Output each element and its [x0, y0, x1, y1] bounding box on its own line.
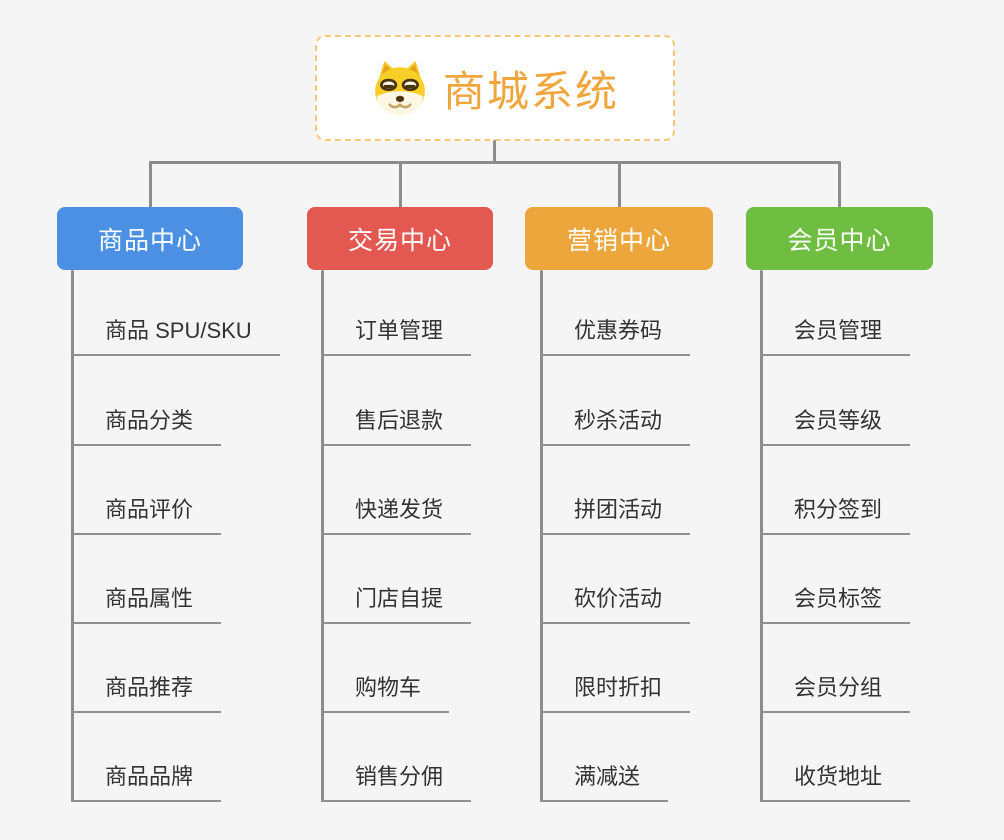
leaf-topic[interactable]: 满减送	[540, 762, 669, 802]
column-spine-line	[540, 270, 543, 802]
leaf-topic[interactable]: 门店自提	[321, 584, 472, 624]
leaf-topic[interactable]: 限时折扣	[540, 673, 691, 713]
leaf-topic[interactable]: 销售分佣	[321, 762, 472, 802]
leaf-topic[interactable]: 收货地址	[760, 762, 911, 802]
leaf-topic[interactable]: 商品分类	[71, 406, 222, 446]
branch-node-trade[interactable]: 交易中心	[307, 207, 493, 270]
column-spine-line	[760, 270, 763, 802]
branch-node-members[interactable]: 会员中心	[746, 207, 933, 270]
branch-node-marketing[interactable]: 营销中心	[525, 207, 713, 270]
branch-label: 会员中心	[787, 226, 892, 255]
branch-rail-line	[149, 161, 840, 164]
leaf-topic[interactable]: 购物车	[321, 673, 450, 713]
branch-node-products[interactable]: 商品中心	[57, 207, 243, 270]
leaf-topic[interactable]: 商品推荐	[71, 673, 222, 713]
doge-face-icon	[375, 61, 425, 115]
leaf-topic[interactable]: 优惠券码	[540, 316, 691, 356]
leaf-topic[interactable]: 砍价活动	[540, 584, 691, 624]
leaf-topic[interactable]: 商品 SPU/SKU	[71, 316, 280, 356]
column-spine-line	[71, 270, 74, 802]
drop-line-marketing	[618, 161, 621, 208]
leaf-topic[interactable]: 商品属性	[71, 584, 222, 624]
root-node[interactable]: 商城系统	[315, 35, 675, 141]
column-spine-line	[321, 270, 324, 802]
leaf-topic[interactable]: 快递发货	[321, 495, 472, 535]
branch-label: 商品中心	[97, 226, 202, 255]
branch-label: 交易中心	[347, 226, 452, 255]
leaf-topic[interactable]: 会员管理	[760, 316, 911, 356]
leaf-topic[interactable]: 会员等级	[760, 406, 911, 446]
leaf-topic[interactable]: 秒杀活动	[540, 406, 691, 446]
root-title: 商城系统	[442, 67, 619, 115]
leaf-topic[interactable]: 积分签到	[760, 495, 911, 535]
branch-column-trade: 订单管理 售后退款 快递发货 门店自提 购物车 销售分佣	[321, 270, 581, 810]
leaf-topic[interactable]: 拼团活动	[540, 495, 691, 535]
drop-line-members	[838, 161, 841, 208]
leaf-topic[interactable]: 售后退款	[321, 406, 472, 446]
root-stem-line	[493, 140, 496, 163]
leaf-topic[interactable]: 商品品牌	[71, 762, 222, 802]
branch-column-marketing: 优惠券码 秒杀活动 拼团活动 砍价活动 限时折扣 满减送	[540, 270, 800, 810]
leaf-topic[interactable]: 会员分组	[760, 673, 911, 713]
leaf-topic[interactable]: 订单管理	[321, 316, 472, 356]
leaf-topic[interactable]: 商品评价	[71, 495, 222, 535]
drop-line-trade	[399, 161, 402, 208]
branch-label: 营销中心	[566, 226, 671, 255]
leaf-topic[interactable]: 会员标签	[760, 584, 911, 624]
branch-column-members: 会员管理 会员等级 积分签到 会员标签 会员分组 收货地址	[760, 270, 1004, 810]
branch-column-products: 商品 SPU/SKU 商品分类 商品评价 商品属性 商品推荐 商品品牌	[71, 270, 331, 810]
drop-line-products	[149, 161, 152, 208]
